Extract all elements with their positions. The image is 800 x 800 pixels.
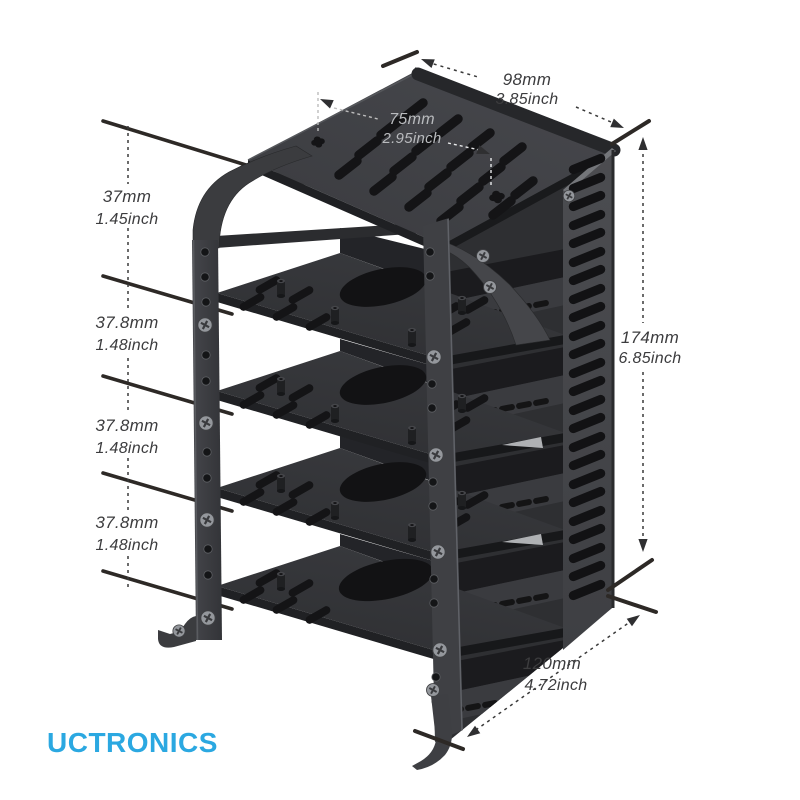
top-mounting-plate (247, 67, 621, 254)
top-plate-back-lip (411, 67, 621, 157)
dim-tier1-inch: 1.45inch (96, 211, 159, 228)
dim-tier3-mm: 37.8mm (95, 416, 158, 435)
dim-tier-heights: 37mm 1.45inch 37.8mm 1.48inch 37.8mm 1.4… (95, 126, 158, 590)
dim-total-height-inch: 6.85inch (619, 350, 682, 367)
dim-depth-inch: 4.72inch (525, 677, 588, 694)
dim-tier3-inch: 1.48inch (96, 440, 159, 457)
dim-tier4-mm: 37.8mm (95, 513, 158, 532)
front-foot (412, 682, 452, 770)
dim-top-width-mm: 98mm (503, 70, 551, 89)
left-corner-rail (158, 239, 222, 648)
dim-tier1-mm: 37mm (103, 187, 151, 206)
shelf-tier-3 (217, 448, 565, 562)
top-cross-bar (216, 222, 437, 248)
dim-total-height-mm: 174mm (621, 328, 679, 347)
shelf-tier-1 (217, 253, 565, 367)
dim-tier2-inch: 1.48inch (96, 337, 159, 354)
dim-tier4-inch: 1.48inch (96, 537, 159, 554)
left-foot (158, 616, 196, 648)
dim-mount-spacing-mm: 75mm (389, 111, 435, 128)
right-side-panel (562, 148, 616, 650)
dim-depth: 120mm 4.72inch (413, 594, 658, 751)
dim-depth-mm: 120mm (523, 654, 581, 673)
shelf-tier-4 (217, 546, 565, 660)
dim-total-height: 174mm 6.85inch (606, 137, 682, 592)
dim-top-width-inch: 3.85inch (496, 91, 559, 108)
dim-top-width: 98mm 3.85inch (381, 50, 651, 146)
dim-tier2-mm: 37.8mm (95, 313, 158, 332)
dim-mount-spacing: 75mm 2.95inch (317, 92, 492, 188)
brand-logo: UCTRONICS (47, 727, 218, 758)
upper-bracket-left-arm (192, 145, 313, 249)
rack-product-render (158, 67, 621, 770)
shelf-tier-2 (217, 351, 565, 465)
upper-bracket-right-arm (427, 237, 551, 346)
dim-mount-spacing-inch: 2.95inch (381, 130, 441, 147)
front-corner-rail (412, 218, 463, 770)
